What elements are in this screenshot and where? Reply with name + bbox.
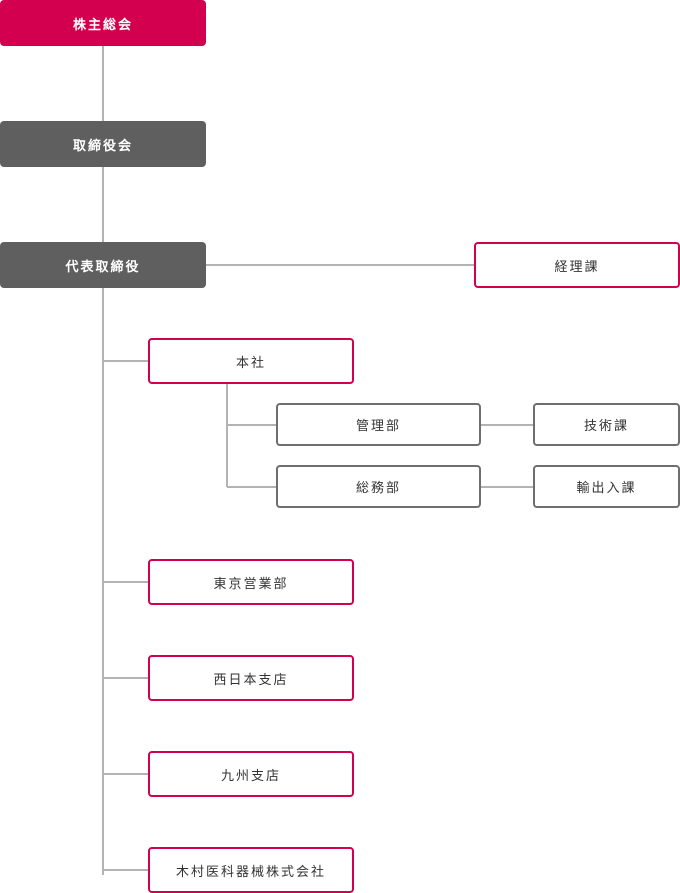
node-kyushu-branch: 九州支店: [148, 751, 354, 797]
connector-representative-accounting: [206, 264, 474, 266]
node-west-japan-branch-label: 西日本支店: [213, 672, 289, 688]
node-head-office: 本社: [148, 338, 354, 384]
node-kimura-medical-machinery: 木村医科器械株式会社: [148, 847, 354, 893]
connector-branch-kyushu: [103, 773, 148, 775]
node-shareholders-meeting: 株主総会: [0, 0, 206, 46]
node-accounting-section: 経理課: [474, 242, 680, 288]
node-representative-director: 代表取締役: [0, 242, 206, 288]
node-accounting-section-label: 経理課: [554, 259, 600, 275]
node-shareholders-meeting-label: 株主総会: [72, 17, 133, 33]
node-head-office-label: 本社: [235, 355, 266, 371]
node-west-japan-branch: 西日本支店: [148, 655, 354, 701]
connector-head-office-administration: [227, 424, 276, 426]
connector-board-representative: [102, 166, 104, 242]
connector-branch-west-japan: [103, 677, 148, 679]
node-import-export-section: 輸出入課: [533, 465, 680, 508]
connector-head-office-general-affairs: [227, 486, 276, 488]
connector-general-affairs-import-export: [481, 486, 533, 488]
connector-branch-kimura: [103, 869, 148, 871]
node-technical-section: 技術課: [533, 403, 680, 446]
node-board-of-directors-label: 取締役会: [72, 138, 133, 154]
node-tokyo-sales-dept-label: 東京営業部: [213, 576, 289, 592]
node-general-affairs-dept: 総務部: [276, 465, 481, 508]
connector-branch-tokyo: [103, 581, 148, 583]
node-board-of-directors: 取締役会: [0, 121, 206, 167]
node-technical-section-label: 技術課: [583, 419, 629, 434]
connector-branch-head-office: [103, 360, 148, 362]
node-kimura-medical-machinery-label: 木村医科器械株式会社: [175, 864, 326, 880]
node-kyushu-branch-label: 九州支店: [220, 768, 281, 784]
connector-shareholders-board: [102, 45, 104, 121]
node-administration-dept: 管理部: [276, 403, 481, 446]
node-tokyo-sales-dept: 東京営業部: [148, 559, 354, 605]
node-import-export-section-label: 輸出入課: [576, 481, 637, 496]
connector-administration-technical: [481, 424, 533, 426]
node-general-affairs-dept-label: 総務部: [355, 481, 401, 496]
connector-head-office-trunk: [226, 383, 228, 487]
node-administration-dept-label: 管理部: [355, 419, 401, 434]
node-representative-director-label: 代表取締役: [65, 259, 141, 275]
